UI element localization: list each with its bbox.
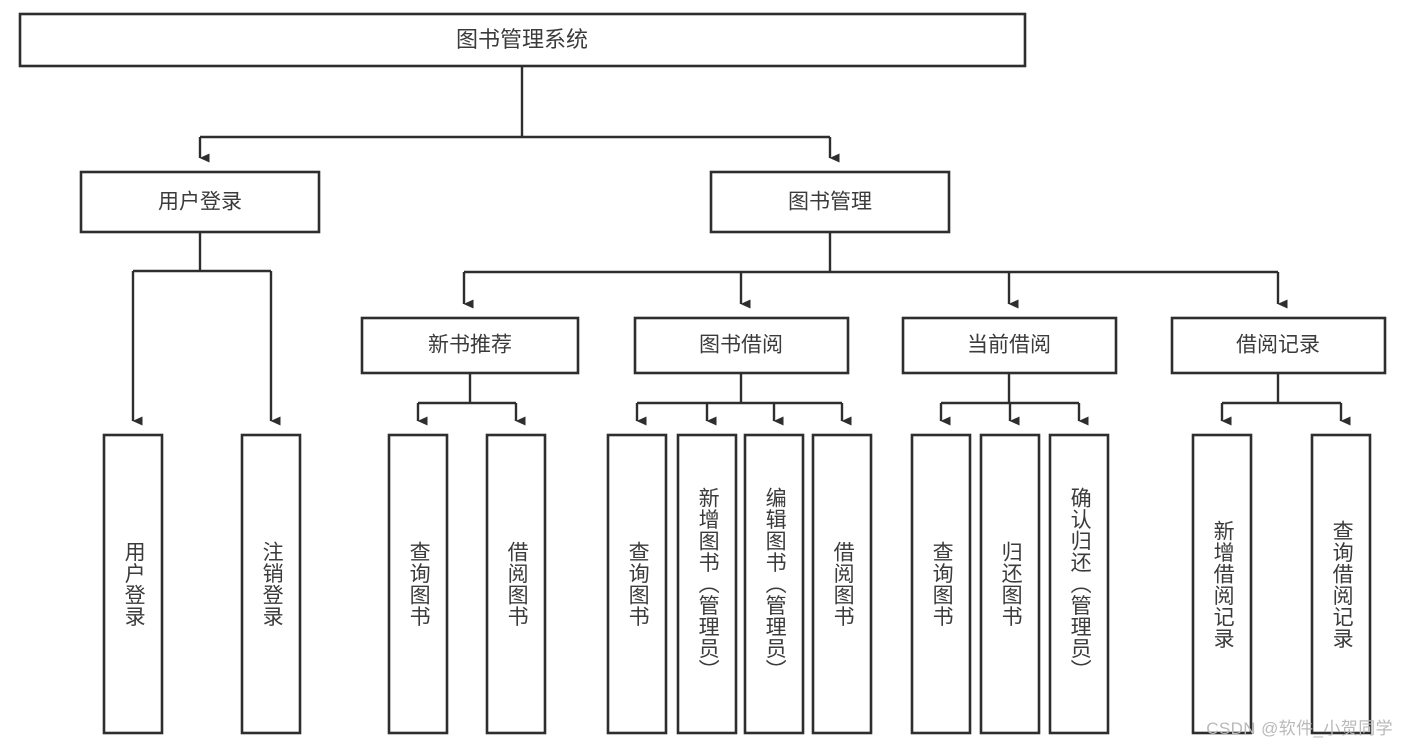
node-leaf-query-book-cb-box[interactable]	[910, 433, 972, 735]
node-book-management-label: 图书管理	[788, 191, 872, 214]
connector-layer	[131, 66, 1351, 426]
node-user-login-label: 用户登录	[158, 191, 242, 214]
node-borrow-record-label: 借阅记录	[1236, 334, 1320, 357]
node-leaf-confirm-return-box[interactable]	[1048, 433, 1110, 735]
node-book-borrow-box[interactable]	[633, 316, 850, 375]
node-current-borrow-label: 当前借阅	[967, 334, 1051, 357]
node-leaf-edit-book-box[interactable]	[743, 433, 805, 735]
node-current-borrow[interactable]: 当前借阅	[901, 316, 1118, 375]
node-book-borrow-label: 图书借阅	[699, 334, 783, 357]
node-root-box[interactable]	[18, 12, 1027, 68]
leaf-box-layer[interactable]	[102, 433, 1372, 735]
node-leaf-borrow-book-bb-box[interactable]	[811, 433, 873, 735]
node-leaf-user-login-box[interactable]	[102, 433, 164, 735]
node-book-management[interactable]: 图书管理	[709, 170, 951, 234]
node-leaf-query-record-box[interactable]	[1310, 433, 1372, 735]
node-leaf-add-book-box[interactable]	[676, 433, 738, 735]
node-leaf-return-book-box[interactable]	[979, 433, 1041, 735]
node-root[interactable]: 图书管理系统	[18, 12, 1027, 68]
node-root-label: 图书管理系统	[456, 27, 588, 52]
node-borrow-record[interactable]: 借阅记录	[1170, 316, 1387, 375]
node-borrow-record-box[interactable]	[1170, 316, 1387, 375]
watermark-text: CSDN @软件_小贺同学	[1206, 719, 1393, 738]
node-new-book-recommend[interactable]: 新书推荐	[360, 316, 580, 375]
node-leaf-logout-box[interactable]	[240, 433, 302, 735]
node-leaf-query-book-nbr-box[interactable]	[387, 433, 449, 735]
node-new-book-recommend-box[interactable]	[360, 316, 580, 375]
node-new-book-recommend-label: 新书推荐	[428, 334, 512, 357]
node-leaf-add-record-box[interactable]	[1191, 433, 1253, 735]
node-book-management-box[interactable]	[709, 170, 951, 234]
node-book-borrow[interactable]: 图书借阅	[633, 316, 850, 375]
node-leaf-query-book-bb-box[interactable]	[606, 433, 668, 735]
node-leaf-borrow-book-nbr-box[interactable]	[485, 433, 547, 735]
node-user-login[interactable]: 用户登录	[79, 170, 321, 234]
node-user-login-box[interactable]	[79, 170, 321, 234]
node-current-borrow-box[interactable]	[901, 316, 1118, 375]
